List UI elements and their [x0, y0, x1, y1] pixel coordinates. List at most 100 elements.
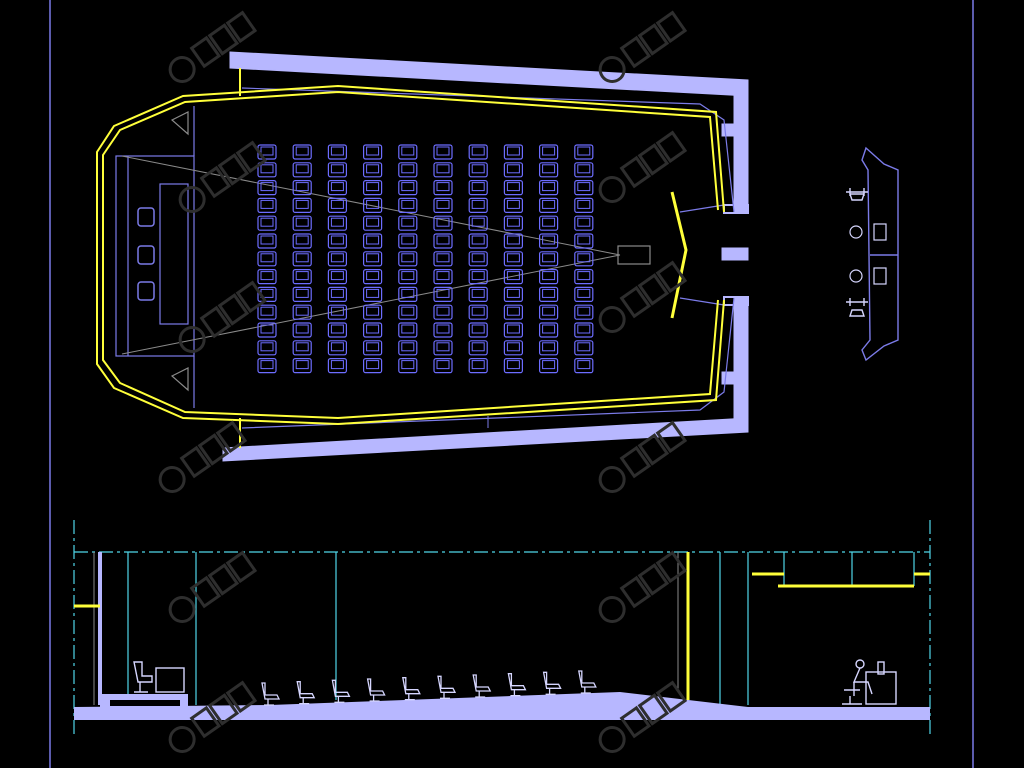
operator-body — [842, 667, 873, 705]
section-view — [73, 520, 931, 735]
watermark-layer — [158, 10, 688, 754]
plan-seat — [574, 358, 594, 374]
plan-seat — [468, 180, 488, 196]
speakers — [170, 111, 189, 392]
desk-section-left — [155, 667, 185, 693]
plan-seat — [503, 233, 523, 249]
stage-chair — [137, 281, 155, 301]
top-wall — [229, 51, 749, 97]
projection-rays — [121, 155, 621, 355]
plan-seat — [398, 304, 418, 320]
plan-seat — [433, 144, 453, 160]
plan-seat — [363, 144, 383, 160]
plan-seat — [574, 340, 594, 356]
plan-seat — [433, 304, 453, 320]
screen-wall-yellow — [670, 191, 688, 319]
frame-border — [49, 0, 974, 768]
section-seats — [261, 670, 597, 706]
seat-grid — [257, 144, 594, 374]
plan-seat — [538, 269, 559, 285]
plan-seat — [398, 180, 418, 196]
plan-seat — [257, 197, 277, 213]
stage-area — [115, 106, 195, 408]
plan-seat — [468, 162, 488, 178]
projector-box — [617, 245, 651, 265]
plan-seat — [503, 215, 523, 231]
plan-seat — [292, 340, 312, 356]
stage-platform — [115, 155, 195, 357]
plan-seat — [538, 144, 559, 160]
plan-seat — [363, 286, 383, 302]
plan-seat — [433, 358, 453, 374]
plan-seat — [468, 269, 488, 285]
plan-seat — [257, 358, 277, 374]
plan-seat — [538, 251, 559, 267]
plan-seat — [257, 269, 277, 285]
section-seat — [437, 675, 457, 699]
section-seat — [402, 677, 421, 701]
plan-seat — [398, 286, 418, 302]
plan-seat — [468, 304, 488, 320]
section-floor — [74, 692, 930, 720]
plan-seat — [363, 322, 383, 338]
plan-seat — [574, 233, 594, 249]
plan-seat — [538, 197, 559, 213]
plan-seat — [257, 340, 277, 356]
right-wall-upper — [733, 79, 749, 213]
section-seat — [261, 682, 281, 706]
plan-seat — [433, 322, 453, 338]
plan-seat — [292, 162, 312, 178]
plan-seat — [538, 162, 559, 178]
plan-seat — [574, 197, 594, 213]
plan-seat — [574, 215, 594, 231]
watermark-logo-icon — [598, 10, 688, 84]
plan-seat — [574, 322, 594, 338]
operator-plan-head — [849, 269, 863, 283]
plan-seat — [327, 197, 347, 213]
shell-lines — [241, 87, 735, 429]
right-wall-notch-lower — [721, 371, 749, 385]
plan-seat — [503, 251, 523, 267]
watermark-logo-icon — [178, 140, 268, 214]
plan-seat — [398, 358, 418, 374]
operator-chair-plan — [846, 188, 868, 201]
section-seat — [472, 674, 492, 698]
operator-chair-plan — [846, 298, 868, 317]
plan-seat — [503, 180, 523, 196]
plan-seat — [363, 269, 383, 285]
plan-seat — [574, 180, 594, 196]
plan-seat — [292, 233, 312, 249]
plan-seat — [292, 180, 312, 196]
section-seat — [578, 670, 597, 694]
plan-seat — [468, 233, 488, 249]
plan-seat — [503, 162, 523, 178]
plan-seat — [538, 233, 559, 249]
plan-seat — [292, 322, 312, 338]
stage-desk — [159, 183, 189, 325]
plan-seat — [538, 322, 559, 338]
plan-seat — [468, 322, 488, 338]
outer-walls — [222, 51, 749, 462]
plan-seat — [292, 304, 312, 320]
section-seat — [542, 671, 562, 695]
plan-seat — [257, 180, 277, 196]
plan-seat — [574, 269, 594, 285]
plan-seat — [327, 251, 347, 267]
operator-head — [855, 659, 865, 669]
plan-seat — [398, 144, 418, 160]
plan-seat — [538, 215, 559, 231]
plan-seat — [433, 197, 453, 213]
plan-seat — [292, 358, 312, 374]
plan-seat — [468, 286, 488, 302]
plan-seat — [503, 144, 523, 160]
control-desk-detail — [846, 146, 899, 362]
plan-seat — [363, 180, 383, 196]
plan-seat — [327, 144, 347, 160]
plan-seat — [538, 286, 559, 302]
plan-seat — [398, 215, 418, 231]
plan-seat — [433, 215, 453, 231]
plan-seat — [538, 340, 559, 356]
plan-seat — [398, 340, 418, 356]
watermark-logo-icon — [598, 260, 688, 334]
